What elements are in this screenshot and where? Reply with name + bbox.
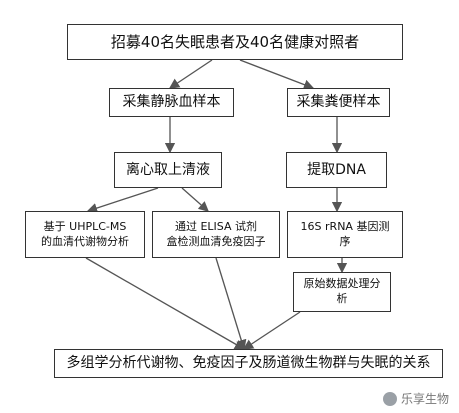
conclusion-node: 多组学分析代谢物、免疫因子及肠道微生物群与失眠的关系 — [54, 349, 443, 378]
blood-sample-node: 采集静脉血样本 — [109, 88, 234, 117]
sequencing-node: 16S rRNA 基因测 序 — [287, 211, 403, 258]
watermark-text: 乐享生物 — [400, 392, 449, 406]
arrow-processing-to-conclusion — [242, 311, 301, 350]
centrifuge-node: 离心取上清液 — [114, 152, 222, 188]
watermark-logo-icon — [382, 391, 397, 406]
arrow-recruit-to-stool — [239, 59, 315, 90]
arrow-metabolomics-to-conclusion — [85, 257, 246, 350]
metabolomics-node: 基于 UHPLC-MS 的血清代谢物分析 — [25, 211, 145, 258]
stool-sample-node: 采集粪便样本 — [287, 88, 390, 117]
extract-dna-node: 提取DNA — [286, 152, 387, 188]
watermark: 乐享生物 — [382, 390, 449, 407]
arrow-recruit-to-blood — [168, 59, 213, 89]
raw-processing-node: 原始数据处理分 析 — [293, 272, 391, 312]
arrow-centrifuge-to-metabolomics — [86, 187, 159, 214]
arrow-elisa-to-conclusion — [215, 257, 247, 351]
arrow-centrifuge-to-elisa — [181, 187, 209, 212]
recruit-node: 招募40名失眠患者及40名健康对照者 — [67, 24, 403, 60]
elisa-node: 通过 ELISA 试剂 盒检测血清免疫因子 — [152, 211, 280, 258]
